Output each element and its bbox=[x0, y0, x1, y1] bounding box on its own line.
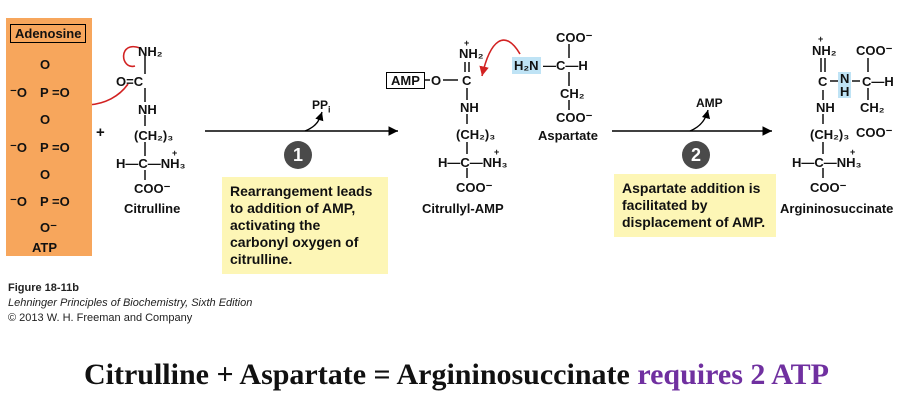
argininosuccinate-label: Argininosuccinate bbox=[780, 201, 894, 216]
atp-double-o-3: =O bbox=[52, 194, 70, 209]
step2-badge: 2 bbox=[682, 141, 710, 169]
citrullyl-alpha-charge: + bbox=[494, 147, 500, 157]
citrullyl-ch2: (CH₂)₃ bbox=[456, 127, 496, 142]
arginino-charge: + bbox=[818, 34, 824, 44]
citrulline-carbonyl: O=C bbox=[116, 74, 144, 89]
citrullyl-nh: NH bbox=[460, 100, 479, 115]
aspartate-attack-arrow bbox=[479, 39, 521, 77]
aspartate-amine: H₂N bbox=[512, 57, 541, 74]
step1-byproduct-arrow bbox=[304, 111, 324, 132]
atp-oxygen-2: O bbox=[40, 112, 51, 127]
step1-byproduct: PPi bbox=[312, 98, 331, 115]
atp-phosphorus-alpha: P bbox=[40, 85, 49, 100]
arginino-carboxylate: COO⁻ bbox=[810, 180, 847, 195]
nucleophile-arrow-1 bbox=[122, 45, 141, 67]
aspartate-alpha-carbon: —C—H bbox=[543, 58, 588, 73]
arginino-carbon: C bbox=[818, 74, 828, 89]
citrulline-label: Citrulline bbox=[124, 201, 181, 216]
amp-box: AMP bbox=[386, 72, 425, 89]
aspartate-label: Aspartate bbox=[538, 128, 598, 143]
citrulline-carboxylate: COO⁻ bbox=[134, 181, 171, 196]
atp-oxygen-1: O bbox=[40, 57, 51, 72]
atp-o-minus-1: ⁻O bbox=[10, 85, 27, 100]
step2-byproduct-arrow bbox=[689, 109, 711, 132]
citrulline-alpha-carbon: H—C—NH₃ bbox=[116, 156, 186, 171]
equation-main: Citrulline + Aspartate = Argininosuccina… bbox=[83, 358, 630, 391]
citrulline-ch2: (CH₂)₃ bbox=[134, 128, 174, 143]
step1-note: Rearrangement leads to addition of AMP, … bbox=[222, 177, 388, 274]
aspartate-ch2: CH₂ bbox=[560, 86, 585, 101]
citrullyl-carbon: C bbox=[462, 73, 472, 88]
citrullyl-oxygen-link: O bbox=[431, 73, 442, 88]
adenosine-label: Adenosine bbox=[10, 24, 87, 43]
argininosuccinate-bonds bbox=[820, 58, 869, 178]
arginino-alpha-charge: + bbox=[850, 147, 856, 157]
arginino-amine: NH₂ bbox=[812, 43, 837, 58]
citrulline-nh: NH bbox=[138, 102, 157, 117]
atp-o-minus-2: ⁻O bbox=[10, 140, 27, 155]
copyright: © 2013 W. H. Freeman and Company bbox=[8, 312, 193, 324]
citrullyl-bonds bbox=[422, 62, 470, 178]
step2-note: Aspartate addition is facilitated by dis… bbox=[614, 174, 776, 237]
atp-double-o-2: =O bbox=[52, 140, 70, 155]
atp-label: ATP bbox=[32, 240, 58, 255]
atp-phosphorus-gamma: P bbox=[40, 194, 49, 209]
citrullyl-carboxylate: COO⁻ bbox=[456, 180, 493, 195]
arginino-nh: NH bbox=[816, 100, 835, 115]
citrulline-amine: NH₂ bbox=[138, 44, 163, 59]
citrullyl-amp-label: Citrullyl-AMP bbox=[422, 201, 504, 216]
citrullyl-alpha-carbon: H—C—NH₃ bbox=[438, 155, 508, 170]
citrullyl-charge: + bbox=[464, 38, 470, 48]
step2-byproduct: AMP bbox=[696, 96, 723, 110]
atp-highlight-box bbox=[6, 18, 92, 256]
arginino-alpha-carbon: H—C—NH₃ bbox=[792, 155, 862, 170]
citrullyl-amine: NH₂ bbox=[459, 46, 484, 61]
equation-highlight: requires 2 ATP bbox=[637, 358, 830, 391]
arginino-ch2-side: CH₂ bbox=[860, 100, 885, 115]
atp-oxygen-3: O bbox=[40, 167, 51, 182]
atp-terminal-oxygen: O⁻ bbox=[40, 220, 57, 235]
atp-o-minus-3: ⁻O bbox=[10, 194, 27, 209]
atp-phosphorus-beta: P bbox=[40, 140, 49, 155]
atp-double-o-1: =O bbox=[52, 85, 70, 100]
arginino-succinate-carbon: C—H bbox=[862, 74, 894, 89]
arginino-carboxylate-top: COO⁻ bbox=[856, 43, 893, 58]
figure-number: Figure 18-11b bbox=[8, 282, 79, 294]
citrulline-charge: + bbox=[172, 148, 178, 158]
aspartate-carboxylate-bottom: COO⁻ bbox=[556, 110, 593, 125]
step1-badge: 1 bbox=[284, 141, 312, 169]
book-title: Lehninger Principles of Biochemistry, Si… bbox=[8, 297, 253, 309]
plus-sign: + bbox=[96, 124, 105, 141]
arginino-carboxylate-side: COO⁻ bbox=[856, 125, 893, 140]
summary-equation: Citrulline + Aspartate = Argininosuccina… bbox=[0, 358, 913, 392]
arginino-ch2: (CH₂)₃ bbox=[810, 127, 850, 142]
aspartate-carboxylate-top: COO⁻ bbox=[556, 30, 593, 45]
